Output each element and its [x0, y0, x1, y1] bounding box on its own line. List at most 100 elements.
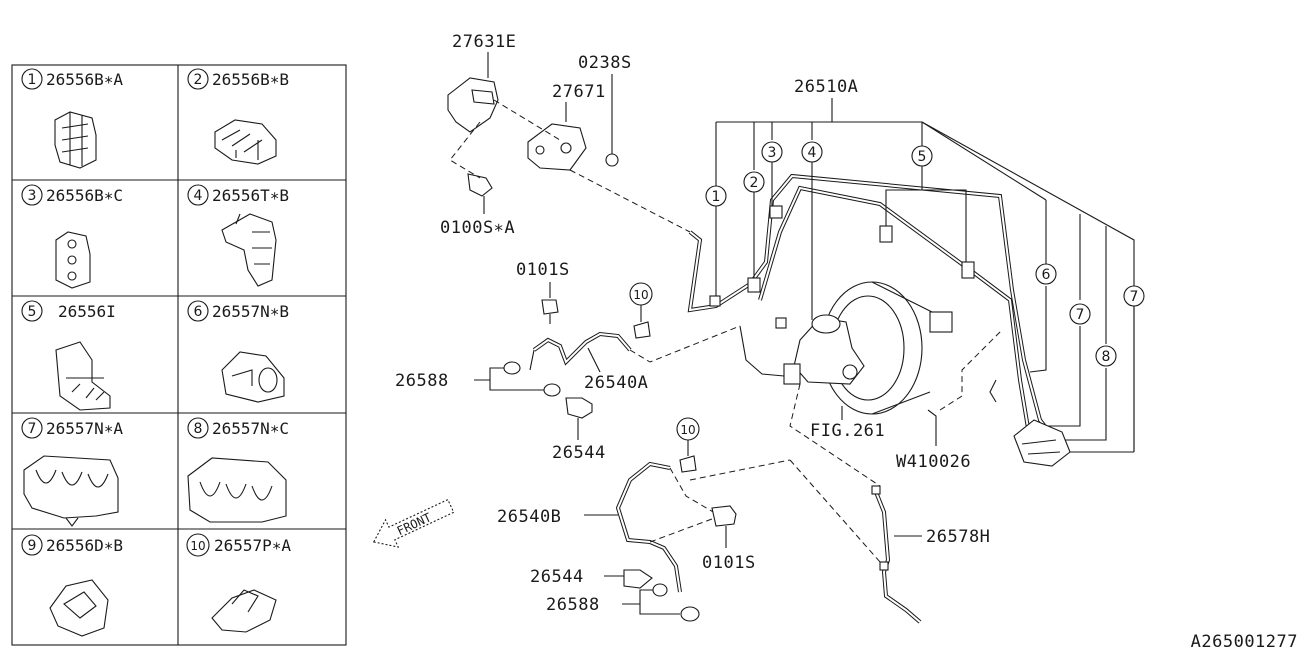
clip-icon — [55, 341, 111, 411]
marker-4: 5 — [911, 145, 933, 167]
pipe-26578H[interactable]: 26578H — [789, 459, 990, 624]
svg-text:0101S: 0101S — [702, 553, 756, 573]
marker-8: 8 — [1095, 345, 1117, 367]
legend-cell-8[interactable]: 8 26557N∗C — [187, 417, 289, 523]
nut-0238S[interactable]: 0238S — [578, 53, 632, 167]
svg-text:W410026: W410026 — [896, 452, 971, 472]
svg-text:2: 2 — [750, 175, 759, 191]
svg-text:9: 9 — [28, 538, 37, 554]
svg-text:2: 2 — [194, 72, 203, 88]
svg-text:0100S∗A: 0100S∗A — [440, 218, 515, 238]
svg-text:0238S: 0238S — [578, 53, 632, 73]
svg-text:8: 8 — [1102, 349, 1111, 365]
clip-icon — [54, 111, 97, 169]
guide-line — [449, 99, 691, 233]
svg-text:26544: 26544 — [530, 567, 584, 587]
svg-text:26556B∗B: 26556B∗B — [212, 70, 289, 89]
svg-text:1: 1 — [28, 72, 37, 88]
clip-icon — [221, 213, 277, 287]
washer-26588-top[interactable]: 26588 — [395, 361, 561, 397]
hose-26540A[interactable]: 26540A — [529, 325, 741, 393]
pipe-assembly-26510A[interactable]: 26510A — [687, 77, 1135, 453]
bolt-26544-top[interactable]: 26544 — [552, 397, 606, 463]
svg-text:5: 5 — [918, 149, 927, 165]
svg-text:26556I: 26556I — [58, 302, 116, 321]
marker-10-bot: 10 — [676, 417, 700, 473]
svg-text:26540A: 26540A — [584, 373, 648, 393]
svg-text:10: 10 — [633, 288, 648, 302]
svg-text:26578H: 26578H — [926, 527, 990, 547]
svg-text:10: 10 — [680, 423, 695, 437]
legend-cell-3[interactable]: 3 26556B∗C — [21, 184, 123, 289]
svg-text:26556B∗C: 26556B∗C — [46, 186, 123, 205]
clip-icon — [23, 455, 119, 527]
svg-text:26588: 26588 — [546, 595, 600, 615]
svg-text:1: 1 — [712, 189, 721, 205]
marker-3: 1 — [705, 185, 727, 207]
svg-text:6: 6 — [1042, 267, 1051, 283]
bolt-0101S-bot[interactable]: 0101S — [702, 505, 756, 573]
legend-cell-1[interactable]: 1 26556B∗A — [21, 68, 123, 169]
svg-text:26557N∗A: 26557N∗A — [46, 419, 123, 438]
clip-icon — [211, 589, 277, 633]
svg-text:26556T∗B: 26556T∗B — [212, 186, 289, 205]
svg-text:6: 6 — [194, 304, 203, 320]
svg-text:5: 5 — [28, 304, 37, 320]
svg-text:26588: 26588 — [395, 371, 449, 391]
legend-table: 1 26556B∗A 2 26556B∗B 3 26556B∗C — [11, 64, 347, 646]
bracket-27631E[interactable]: 27631E — [447, 32, 516, 133]
legend-cell-10[interactable]: 10 26557P∗A — [186, 533, 291, 633]
svg-text:7: 7 — [1076, 307, 1085, 323]
bolt-26544-bot[interactable]: 26544 — [530, 567, 653, 589]
svg-text:26556B∗A: 26556B∗A — [46, 70, 123, 89]
svg-text:26540B: 26540B — [497, 507, 561, 527]
clip-icon — [55, 231, 91, 289]
clip-icon — [187, 457, 287, 523]
legend-cell-2[interactable]: 2 26556B∗B — [187, 68, 289, 165]
svg-text:FRONT: FRONT — [395, 510, 434, 538]
front-arrow: FRONT — [372, 498, 455, 548]
svg-text:26556D∗B: 26556D∗B — [46, 536, 123, 555]
master-cylinder — [783, 314, 865, 385]
marker-6b: 7 — [1069, 303, 1091, 325]
pipe-to-cylinder — [739, 325, 785, 377]
legend-cell-7[interactable]: 7 26557N∗A — [21, 417, 123, 527]
legend-cell-6[interactable]: 6 26557N∗B — [187, 300, 289, 403]
bolt-0100SA[interactable]: 0100S∗A — [440, 173, 515, 238]
hydraulic-unit — [1013, 419, 1071, 467]
clip-W410026[interactable]: W410026 — [896, 329, 1003, 472]
svg-text:4: 4 — [808, 145, 817, 161]
legend-cell-5[interactable]: 5 26556I — [21, 300, 116, 411]
svg-text:27631E: 27631E — [452, 32, 516, 52]
svg-text:3: 3 — [768, 145, 777, 161]
legend-cell-4[interactable]: 4 26556T∗B — [187, 184, 289, 287]
marker-5: 6 — [1035, 263, 1057, 285]
legend-cell-9[interactable]: 9 26556D∗B — [21, 534, 123, 637]
clip-icon — [49, 579, 109, 637]
svg-text:7: 7 — [28, 421, 37, 437]
svg-text:26557N∗C: 26557N∗C — [212, 419, 289, 438]
marker-2: 3 — [761, 141, 783, 163]
washer-26588-bot[interactable]: 26588 — [546, 583, 700, 622]
svg-text:FIG.261: FIG.261 — [810, 421, 885, 441]
svg-text:8: 8 — [194, 421, 203, 437]
marker-10-top: 10 — [629, 282, 653, 339]
svg-text:27671: 27671 — [552, 82, 606, 102]
diagram-id: A265001277 — [1191, 632, 1298, 652]
marker-1: 2 — [743, 171, 765, 193]
svg-text:0101S: 0101S — [516, 260, 570, 280]
svg-text:26510A: 26510A — [794, 77, 858, 97]
svg-text:3: 3 — [28, 188, 37, 204]
svg-text:26557P∗A: 26557P∗A — [214, 536, 291, 555]
svg-text:10: 10 — [190, 539, 205, 553]
bolt-0101S-top[interactable]: 0101S — [516, 260, 570, 324]
marker-7: 7 — [1123, 285, 1145, 307]
svg-text:26557N∗B: 26557N∗B — [212, 302, 289, 321]
valve-27671[interactable]: 27671 — [527, 82, 606, 171]
clip-icon — [221, 351, 285, 403]
svg-text:26544: 26544 — [552, 443, 606, 463]
svg-text:7: 7 — [1130, 289, 1139, 305]
marker-6: 4 — [801, 141, 823, 163]
hose-26540B[interactable]: 26540B — [497, 459, 791, 593]
